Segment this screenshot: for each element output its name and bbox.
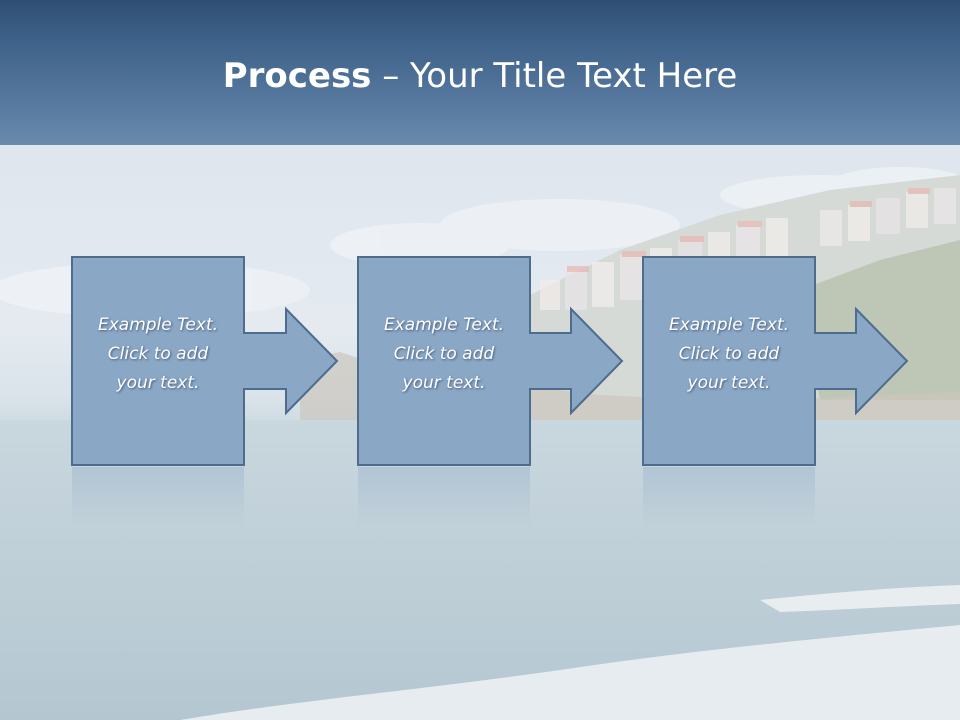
process-box-1 (71, 256, 245, 466)
process-arrow-1 (243, 306, 339, 416)
step-3-line-3: your text. (687, 373, 771, 393)
process-box-2 (357, 256, 531, 466)
process-step-1-text[interactable]: Example Text. Click to add your text. (72, 311, 244, 398)
step-1-line-3: your text. (116, 373, 200, 393)
wave-foam-2 (760, 585, 960, 612)
title-bar (0, 0, 960, 145)
process-step-3-text[interactable]: Example Text. Click to add your text. (643, 311, 815, 398)
process-arrow-2 (529, 306, 624, 416)
title-bold: Process (222, 56, 372, 96)
reflections (72, 467, 815, 527)
process-arrow-3 (814, 306, 909, 416)
step-3-line-1: Example Text. (668, 315, 790, 335)
step-2-line-2: Click to add (393, 344, 495, 364)
process-step-1[interactable] (71, 256, 339, 466)
process-step-3[interactable] (642, 256, 909, 466)
step-1-line-1: Example Text. (97, 315, 219, 335)
title-rest: – Your Title Text Here (371, 56, 738, 96)
process-box-3 (642, 256, 816, 466)
step-1-line-2: Click to add (107, 344, 209, 364)
step-2-line-1: Example Text. (383, 315, 505, 335)
process-step-2-text[interactable]: Example Text. Click to add your text. (358, 311, 530, 398)
step-3-line-2: Click to add (678, 344, 780, 364)
process-step-2[interactable] (357, 256, 624, 466)
wave-foam (180, 625, 960, 720)
slide-title[interactable]: Process – Your Title Text Here (0, 50, 960, 102)
step-2-line-3: your text. (402, 373, 486, 393)
